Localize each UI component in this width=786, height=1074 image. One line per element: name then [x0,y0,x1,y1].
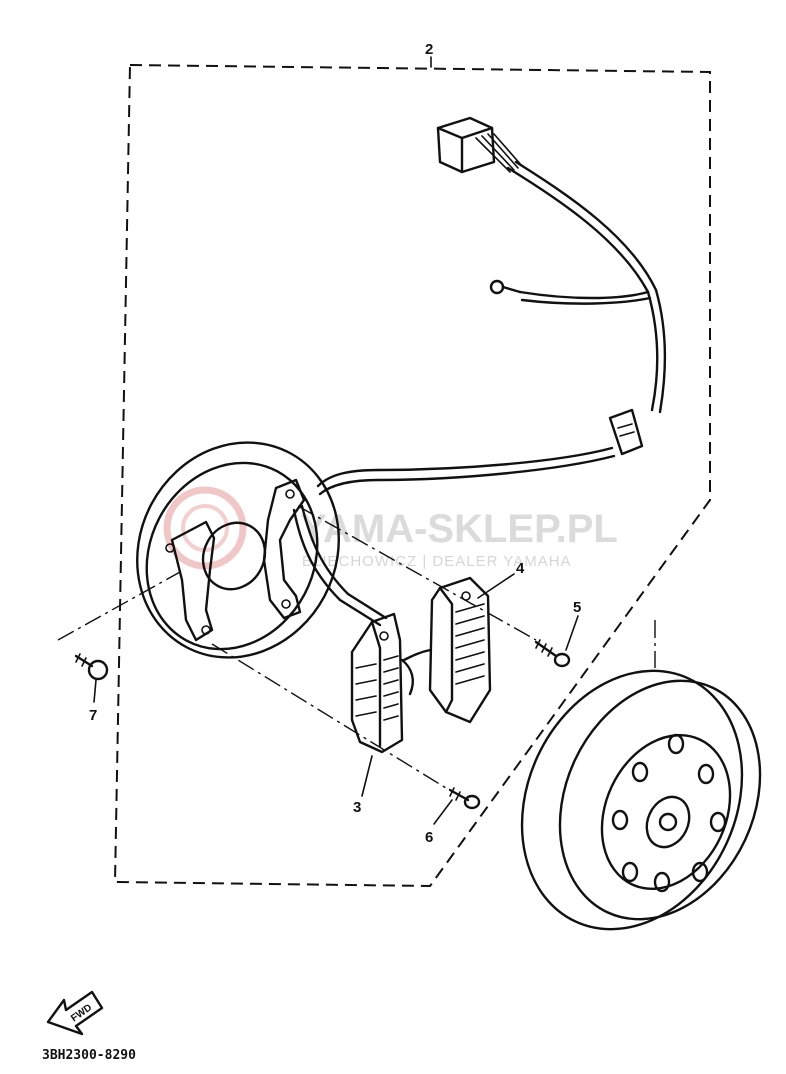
watermark: YAMA-SKLEP.PL BLIECHOWICZ | DEALER YAMAH… [163,486,618,570]
connector-icon [608,408,644,456]
alignment-line-6 [211,643,447,789]
pickup-coil [402,576,492,724]
watermark-brand: YAMA-SKLEP.PL [300,507,618,551]
assembly-boundary [113,63,711,888]
stator-plate [136,441,388,659]
callout-5: 5 [573,599,581,616]
screw-6-icon [448,787,481,810]
alignment-line-7 [57,571,181,641]
wire-harness [316,116,667,496]
diagram-code: 3BH2300-8290 [42,1048,136,1063]
watermark-logo-icon [163,486,247,570]
callout-4: 4 [516,560,525,577]
coupler-icon [436,116,523,174]
front-arrow-icon: FWD [46,990,104,1036]
callout-2: 2 [425,41,433,58]
watermark-dealer: BLIECHOWICZ | DEALER YAMAHA [302,553,572,570]
ground-terminal-icon [489,279,522,295]
callout-7: 7 [89,707,97,724]
callout-6: 6 [425,829,433,846]
charging-coil [350,612,414,754]
screw-5-icon [534,639,571,668]
rotor-flywheel [520,669,762,931]
screw-7-icon [74,653,109,681]
alignment-line-5 [297,505,537,641]
callout-3: 3 [353,799,361,816]
